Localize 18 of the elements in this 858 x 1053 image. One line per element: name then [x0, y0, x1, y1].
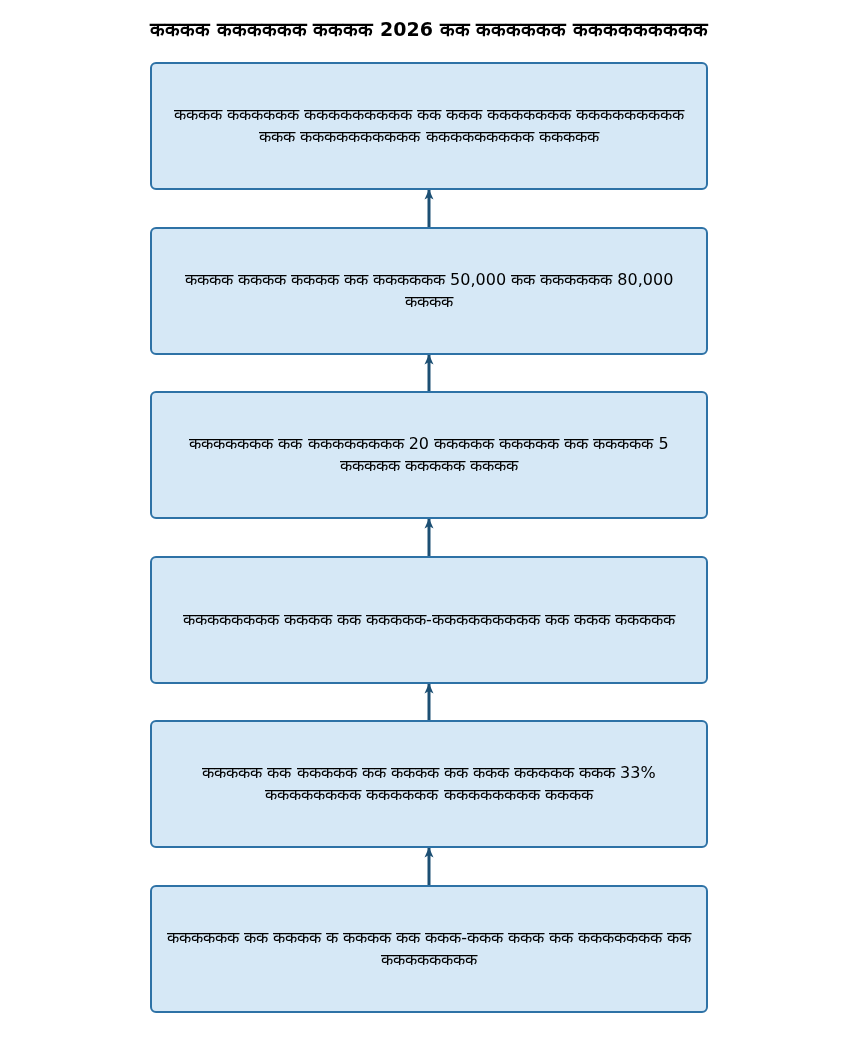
arrow [424, 354, 434, 391]
arrow [424, 847, 434, 885]
diagram-title: कककक कककककक कककक 2026 कक कककककक ककककककककक [148, 17, 710, 42]
arrow [424, 189, 434, 227]
arrow [424, 518, 434, 556]
process-box [150, 885, 708, 1013]
box-text: कककक कककककक ककककककककक कक ककक ककककककक ककककककककक ककक कककककककककक ककककककककक ककककक [172, 104, 686, 148]
process-box [150, 556, 708, 684]
arrow [424, 683, 434, 720]
box-text: ककककककक कक कककककककक 20 ककककक ककककक कक ककककक 5 ककककक ककककक कककक [188, 433, 670, 477]
process-box [150, 391, 708, 519]
box-text: ककककक कक ककककक कक कककक कक ककक ककककक ककक 33% कककककककक कककककक कककककककक कककक [201, 762, 657, 806]
box-text: कककककक कक कककक क कककक कक ककक-ककक ककक कक ककककककक कक कककककककक [165, 927, 693, 971]
box-text: कककककककक कककक कक ककककक-ककककककककक कक ककक ककककक [182, 609, 676, 631]
process-box [150, 720, 708, 848]
process-box [150, 227, 708, 355]
process-box [150, 62, 708, 190]
box-text: कककक कककक कककक कक कककककक 50,000 कक कककककक 80,000 कककक [183, 269, 675, 313]
